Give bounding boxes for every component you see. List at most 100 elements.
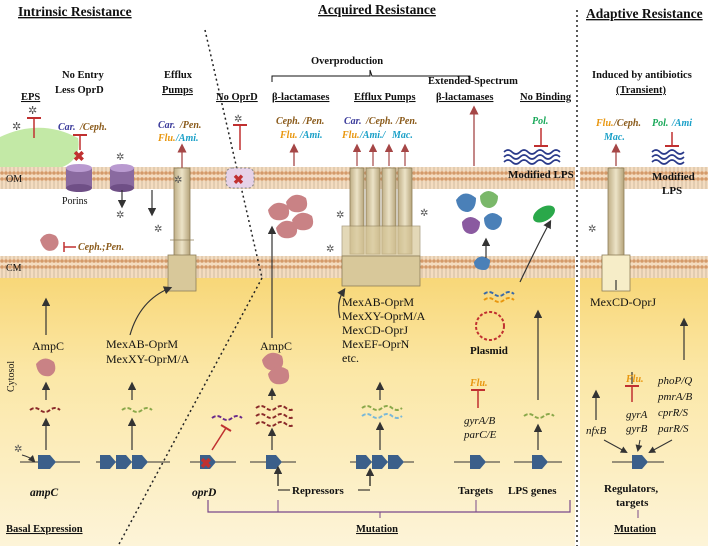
bl-drug-ceph: Ceph. bbox=[276, 116, 300, 127]
gyrb-label: gyrB bbox=[626, 423, 648, 435]
adaptive-drug-flu: Flu. bbox=[595, 118, 614, 129]
no-oprd-label: No OprD bbox=[216, 92, 258, 103]
adaptive-lps-label: LPS bbox=[662, 185, 682, 197]
drug-star-icon: ✲ bbox=[326, 244, 334, 255]
lps-genes-label: LPS genes bbox=[508, 485, 557, 497]
bl-drug-ami: /Ami. bbox=[299, 130, 323, 141]
eps-bubble bbox=[0, 127, 79, 168]
gene-arrow-icon bbox=[100, 455, 116, 469]
block-x-icon: ✖ bbox=[200, 457, 212, 472]
drug-star-icon: ✲ bbox=[12, 121, 21, 133]
block-x-icon: ✖ bbox=[233, 172, 244, 187]
title-acquired: Acquired Resistance bbox=[318, 2, 436, 17]
efflux-drug-car: Car. bbox=[158, 120, 176, 131]
divider-intrinsic-lower bbox=[117, 277, 263, 546]
oprd-gene-label: oprD bbox=[192, 487, 217, 499]
gene-arrow-icon bbox=[388, 455, 404, 469]
adaptive-mutation-label: Mutation bbox=[614, 524, 656, 535]
targets-label: Targets bbox=[458, 485, 494, 497]
repressors-label: Repressors bbox=[292, 485, 344, 497]
gyra-label: gyrA bbox=[626, 409, 648, 421]
gene-arrow-icon bbox=[116, 455, 132, 469]
mrna-icon bbox=[523, 413, 555, 419]
tcs-parrs: parR/S bbox=[657, 423, 689, 435]
pump-name-1: MexAB-OprM bbox=[106, 337, 178, 351]
acq-pump-5: etc. bbox=[342, 351, 359, 365]
esbl-label: β-lactamases bbox=[436, 92, 493, 103]
drug-star-icon: ✲ bbox=[28, 105, 37, 117]
efflux-pump-adaptive bbox=[601, 167, 631, 292]
ep-drug-pen: /Pen. bbox=[395, 116, 417, 127]
eps-label: EPS bbox=[21, 92, 40, 103]
modified-lps-label: Modified LPS bbox=[508, 169, 574, 181]
cm-label: CM bbox=[6, 263, 22, 274]
regulators-targets-label: targets bbox=[616, 497, 649, 509]
acq-pump-4: MexEF-OprN bbox=[342, 337, 410, 351]
drug-ceph: /Ceph. bbox=[79, 122, 107, 133]
adaptive-lps-squiggles bbox=[651, 149, 685, 165]
porins-label: Porins bbox=[62, 196, 88, 207]
adaptive-drug-pol: Pol. bbox=[652, 118, 668, 129]
ampc-cluster-periplasm bbox=[268, 194, 314, 239]
tcs-pmrab: pmrA/B bbox=[657, 391, 693, 403]
gyrab-label: gyrA/B bbox=[464, 415, 495, 427]
drug-star-icon: ✲ bbox=[116, 152, 124, 163]
no-entry-label: No Entry bbox=[62, 70, 104, 81]
adaptive-drug-ceph: /Ceph. bbox=[613, 118, 641, 129]
efflux-drug-ami: /Ami. bbox=[175, 133, 199, 144]
ampc-icon bbox=[40, 233, 59, 251]
drug-car: Car. bbox=[58, 122, 76, 133]
gene-arrow-icon bbox=[372, 455, 388, 469]
mrna-icon bbox=[29, 407, 61, 413]
esbl-enzymes bbox=[456, 191, 502, 270]
less-oprd-label: Less OprD bbox=[55, 85, 104, 96]
divider-intrinsic bbox=[204, 29, 263, 279]
mrna-cluster bbox=[255, 405, 295, 427]
title-adaptive: Adaptive Resistance bbox=[586, 6, 703, 21]
gene-arrow-icon bbox=[200, 455, 216, 469]
ep-drug-mac: Mac. bbox=[391, 130, 413, 141]
nfxb-label: nfxB bbox=[586, 425, 606, 437]
plasmid-label: Plasmid bbox=[470, 345, 508, 357]
pol-drug: Pol. bbox=[532, 116, 548, 127]
block-x-icon: ✖ bbox=[73, 150, 85, 165]
transient-label: (Transient) bbox=[616, 85, 666, 96]
efflux-pumps-label: Efflux Pumps bbox=[354, 92, 416, 103]
ampc-protein-label: AmpC bbox=[32, 339, 64, 353]
acq-mutation-label: Mutation bbox=[356, 524, 398, 535]
title-intrinsic: Intrinsic Resistance bbox=[18, 4, 132, 19]
adaptive-pump-label: MexCD-OprJ bbox=[590, 295, 656, 309]
overproduction-label: Overproduction bbox=[311, 56, 383, 67]
drug-star-icon: ✲ bbox=[588, 224, 596, 235]
bl-drug-flu: Flu. bbox=[279, 130, 298, 141]
acq-pump-2: MexXY-OprM/A bbox=[342, 309, 426, 323]
drug-star-icon: ✲ bbox=[234, 114, 242, 125]
pump-name-2: MexXY-OprM/A bbox=[106, 352, 190, 366]
ep-drug-flu: Flu. bbox=[341, 130, 360, 141]
efflux-drug-pen: /Pen. bbox=[179, 120, 201, 131]
gene-arrow-icon bbox=[532, 455, 548, 469]
mrna-icon bbox=[483, 291, 515, 297]
lps-squiggles bbox=[503, 149, 561, 165]
gene-arrow-icon bbox=[132, 455, 148, 469]
ep-drug-ceph: /Ceph. bbox=[365, 116, 393, 127]
efflux-label: Efflux bbox=[164, 70, 193, 81]
pumps-label: Pumps bbox=[162, 85, 193, 96]
bl-drug-pen: /Pen. bbox=[302, 116, 324, 127]
efflux-pump-intrinsic bbox=[167, 167, 197, 292]
basal-expression-label: Basal Expression bbox=[6, 524, 83, 535]
gene-arrow-icon bbox=[266, 455, 282, 469]
drug-star-icon: ✲ bbox=[420, 208, 428, 219]
cytosol-label: Cytosol bbox=[6, 361, 17, 392]
drug-star-icon: ✲ bbox=[174, 175, 182, 186]
ampc-cluster-cytosol bbox=[262, 352, 290, 385]
extended-spectrum-label: Extended-Spectrum bbox=[428, 76, 518, 87]
adaptive-flu: Flu. bbox=[625, 374, 644, 385]
mrna-icon bbox=[211, 415, 243, 421]
mrna-cluster bbox=[361, 405, 403, 419]
periplasm-drug: Ceph.;Pen. bbox=[78, 242, 124, 253]
tcs-phopq: phoP/Q bbox=[657, 375, 692, 387]
regulators-label: Regulators, bbox=[604, 483, 658, 495]
adaptive-drug-mac: Mac. bbox=[603, 132, 625, 143]
